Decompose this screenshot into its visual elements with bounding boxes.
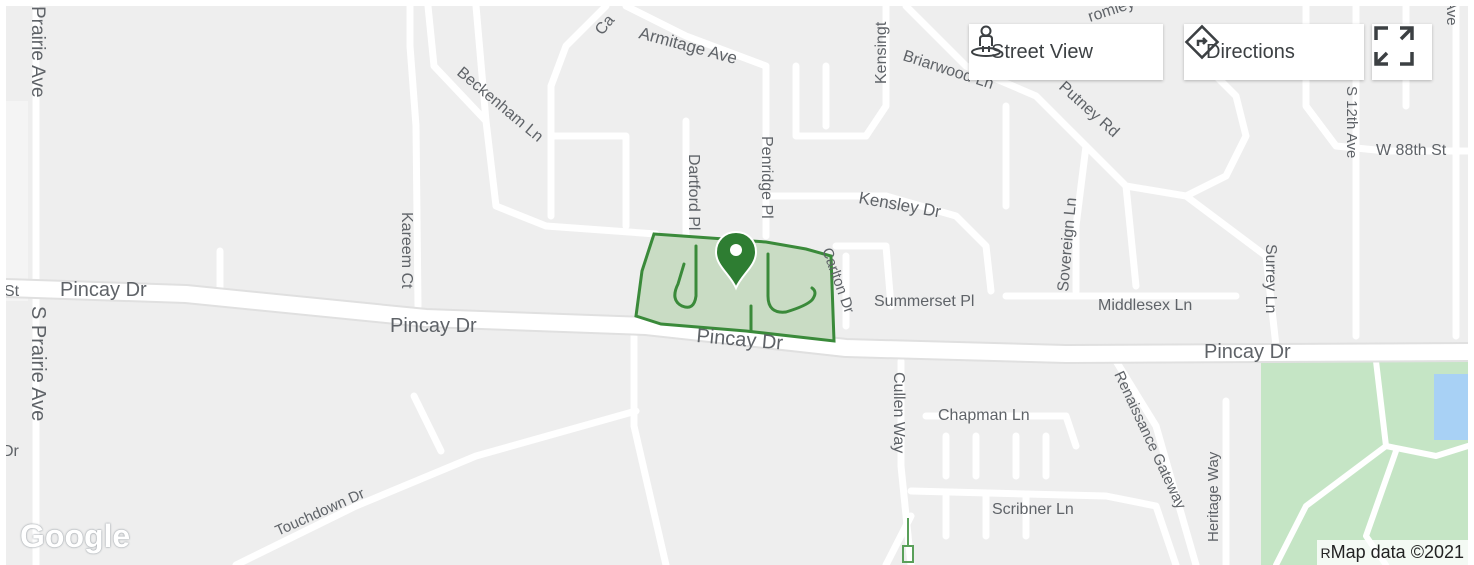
label-summerset: Summerset Pl: [874, 293, 974, 310]
google-logo: Google: [20, 518, 131, 554]
location-pin-icon[interactable]: [714, 230, 758, 291]
label-kensley: Kensley Dr: [857, 188, 943, 221]
street-view-button[interactable]: Street View: [969, 24, 1163, 80]
label-putney: Putney Rd: [1055, 78, 1122, 141]
label-bromley: romley: [1086, 6, 1137, 26]
label-touchdown: Touchdown Dr: [273, 485, 368, 540]
label-kensington: Kensingt: [873, 21, 890, 84]
map-attribution[interactable]: RMap data ©2021: [1316, 540, 1468, 565]
water-area: [1434, 374, 1468, 440]
fullscreen-button[interactable]: [1372, 24, 1432, 80]
attribution-cut: R: [1320, 545, 1331, 561]
map-canvas[interactable]: Prairie Ave S Prairie Ave St Dr Ca Armit…: [6, 6, 1468, 565]
pegman-icon: [971, 25, 1001, 57]
label-middlesex: Middlesex Ln: [1098, 297, 1192, 314]
label-pincay-2: Pincay Dr: [390, 315, 477, 337]
label-heritage: Heritage Way: [1205, 451, 1222, 542]
label-ave-top-right: Ave: [1443, 6, 1460, 26]
label-dr-left: Dr: [6, 443, 20, 460]
map-layer[interactable]: Prairie Ave S Prairie Ave St Dr Ca Armit…: [6, 6, 1468, 565]
label-st-left: St: [6, 283, 20, 300]
label-s-prairie-ave: S Prairie Ave: [27, 306, 49, 421]
directions-label: Directions: [1206, 40, 1295, 63]
label-kareem: Kareem Ct: [398, 212, 415, 289]
label-prairie-ave-top: Prairie Ave: [27, 6, 48, 98]
label-s12th: S 12th Ave: [1343, 86, 1360, 158]
label-pincay-1: Pincay Dr: [60, 279, 147, 301]
label-scribner: Scribner Ln: [992, 501, 1074, 518]
label-penridge: Penridge Pl: [758, 136, 775, 219]
label-pincay-4: Pincay Dr: [1204, 341, 1291, 363]
label-renaissance: Renaissance Gateway: [1110, 369, 1189, 513]
label-w88th: W 88th St: [1376, 142, 1447, 159]
label-armitage: Armitage Ave: [637, 24, 739, 68]
attribution-text: Map data ©2021: [1330, 542, 1464, 562]
directions-diamond-icon: [1184, 24, 1220, 60]
label-dartford: Dartford Pl: [685, 154, 702, 230]
pincay-dr-road: [6, 278, 1468, 364]
highlighted-area-streets: [673, 244, 817, 333]
label-surrey: Surrey Ln: [1262, 244, 1279, 313]
street-view-label: Street View: [991, 40, 1093, 63]
fullscreen-icon: [1374, 26, 1414, 66]
label-cullen: Cullen Way: [890, 372, 907, 453]
directions-button[interactable]: Directions: [1184, 24, 1364, 80]
green-trail: [902, 518, 914, 563]
label-chapman: Chapman Ln: [938, 407, 1030, 424]
left-strip: [6, 101, 28, 301]
